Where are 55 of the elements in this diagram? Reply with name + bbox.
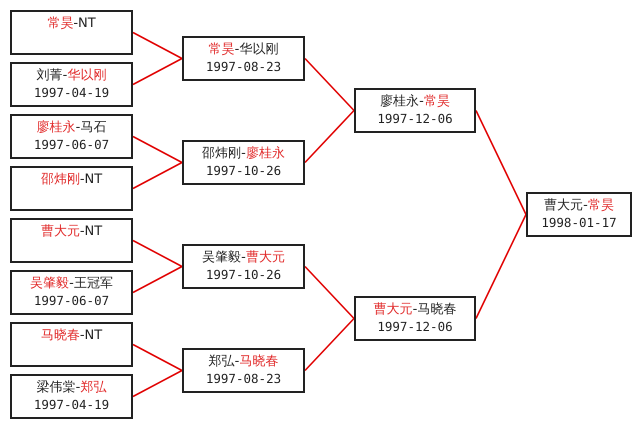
match-box: [10, 270, 133, 315]
match-box: [10, 218, 133, 263]
match-date: 1997-12-06: [377, 110, 453, 127]
match-box: [354, 296, 476, 341]
match-box: [182, 36, 305, 81]
bracket-line: [132, 266, 182, 294]
bracket-line: [132, 240, 182, 268]
match-players: 廖桂永-马石: [36, 119, 106, 136]
match-players: 曹大元-常昊: [544, 197, 614, 214]
bracket-line: [132, 344, 182, 372]
bracket-line: [132, 32, 182, 60]
match-box: [10, 374, 133, 419]
bracket-line: [304, 58, 355, 112]
bracket-line: [132, 162, 182, 190]
match-players: 常昊-华以刚: [208, 41, 278, 58]
match-date: 1997-06-07: [34, 292, 110, 309]
bracket-line: [475, 214, 527, 319]
match-date: 1997-08-23: [206, 370, 282, 387]
match-box: [354, 88, 476, 133]
match-players: 邵炜刚-NT: [40, 171, 102, 188]
match-box: [10, 62, 133, 107]
match-players: 邵炜刚-廖桂永: [202, 145, 285, 162]
match-box: [182, 140, 305, 185]
match-date: 1997-08-23: [206, 58, 282, 75]
bracket-line: [304, 318, 355, 372]
match-players: 郑弘-马晓春: [208, 353, 278, 370]
match-box: [10, 114, 133, 159]
match-box: [10, 322, 133, 367]
match-date: 1997-12-06: [377, 318, 453, 335]
match-date: 1997-04-19: [34, 84, 110, 101]
match-box: [10, 10, 133, 55]
bracket-line: [304, 110, 355, 164]
match-players: 吴肇毅-王冠军: [30, 275, 113, 292]
match-players: 常昊-NT: [47, 15, 96, 32]
match-box: [182, 348, 305, 393]
match-players: 马晓春-NT: [40, 327, 102, 344]
match-players: 梁伟棠-郑弘: [36, 379, 106, 396]
bracket-line: [475, 110, 527, 215]
match-box: [526, 192, 632, 237]
match-date: 1997-04-19: [34, 396, 110, 413]
match-box: [182, 244, 305, 289]
bracket-line: [132, 58, 182, 86]
bracket-line: [304, 266, 355, 320]
match-date: 1997-06-07: [34, 136, 110, 153]
bracket-line: [132, 136, 182, 164]
match-date: 1998-01-17: [541, 214, 617, 231]
match-players: 刘菁-华以刚: [36, 67, 106, 84]
match-players: 吴肇毅-曹大元: [202, 249, 285, 266]
match-players: 曹大元-马晓春: [374, 301, 456, 318]
match-players: 廖桂永-常昊: [380, 93, 450, 110]
match-date: 1997-10-26: [206, 162, 282, 179]
match-players: 曹大元-NT: [40, 223, 102, 240]
bracket-line: [132, 370, 182, 398]
match-date: 1997-10-26: [206, 266, 282, 283]
match-box: [10, 166, 133, 211]
